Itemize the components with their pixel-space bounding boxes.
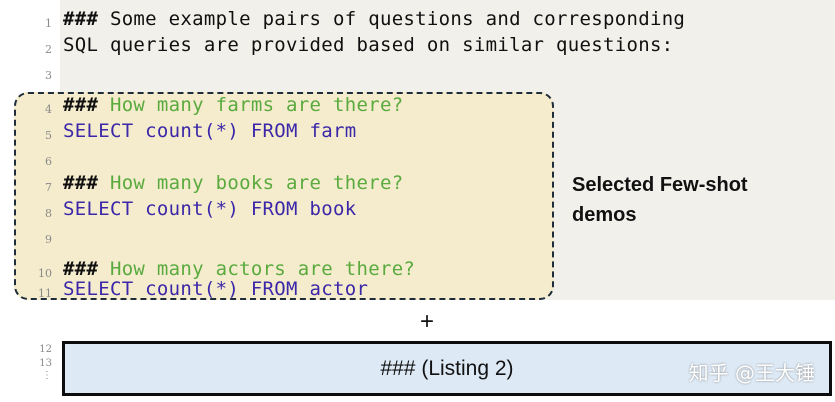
line-number-1: 1 bbox=[45, 17, 52, 30]
line-number-9: 9 bbox=[45, 233, 52, 246]
sql-query-text: SELECT count(*) FROM actor bbox=[63, 278, 369, 300]
code-line-7: ### How many books are there? bbox=[63, 172, 403, 194]
listing-placeholder-box: ### (Listing 2) 知乎 @王大锤 bbox=[62, 341, 832, 396]
line-number-3: 3 bbox=[45, 69, 52, 82]
comment-text: How many farms are there? bbox=[98, 94, 404, 116]
line-number-ellipsis: ⋮ bbox=[42, 370, 52, 381]
code-line-8: SELECT count(*) FROM book bbox=[63, 198, 356, 220]
line-number-11: 11 bbox=[38, 287, 52, 300]
plus-sign: + bbox=[420, 308, 435, 335]
line-number-6: 6 bbox=[45, 155, 52, 168]
code-text: Some example pairs of questions and corr… bbox=[98, 8, 686, 30]
code-line-2: SQL queries are provided based on simila… bbox=[63, 34, 673, 56]
comment-text: How many actors are there? bbox=[98, 258, 416, 280]
fewshot-demos-highlight bbox=[14, 92, 554, 300]
code-line-4: ### How many farms are there? bbox=[63, 94, 403, 116]
code-line-10: ### How many actors are there? bbox=[63, 258, 415, 280]
line-number-5: 5 bbox=[45, 129, 52, 142]
sql-query-text: SELECT count(*) FROM farm bbox=[63, 120, 357, 142]
comment-hash: ### bbox=[63, 8, 99, 30]
line-number-13: 13 bbox=[39, 358, 52, 369]
line-number-4: 4 bbox=[45, 103, 52, 116]
code-line-11: SELECT count(*) FROM actor bbox=[63, 278, 368, 300]
fewshot-label: Selected Few-shot demos bbox=[572, 174, 748, 226]
code-line-1: ### Some example pairs of questions and … bbox=[63, 8, 685, 30]
code-text: SQL queries are provided based on simila… bbox=[63, 34, 674, 56]
line-number-2: 2 bbox=[45, 43, 52, 56]
listing-text: ### (Listing 2) bbox=[380, 357, 514, 380]
line-number-10: 10 bbox=[38, 267, 52, 280]
sql-query-text: SELECT count(*) FROM book bbox=[63, 198, 357, 220]
line-number-8: 8 bbox=[45, 207, 52, 220]
comment-hash: ### bbox=[63, 94, 99, 116]
line-number-12: 12 bbox=[39, 344, 52, 355]
comment-hash: ### bbox=[63, 172, 99, 194]
comment-hash: ### bbox=[63, 258, 99, 280]
comment-text: How many books are there? bbox=[98, 172, 404, 194]
line-number-7: 7 bbox=[45, 181, 52, 194]
code-line-5: SELECT count(*) FROM farm bbox=[63, 120, 356, 142]
watermark: 知乎 @王大锤 bbox=[688, 361, 815, 385]
